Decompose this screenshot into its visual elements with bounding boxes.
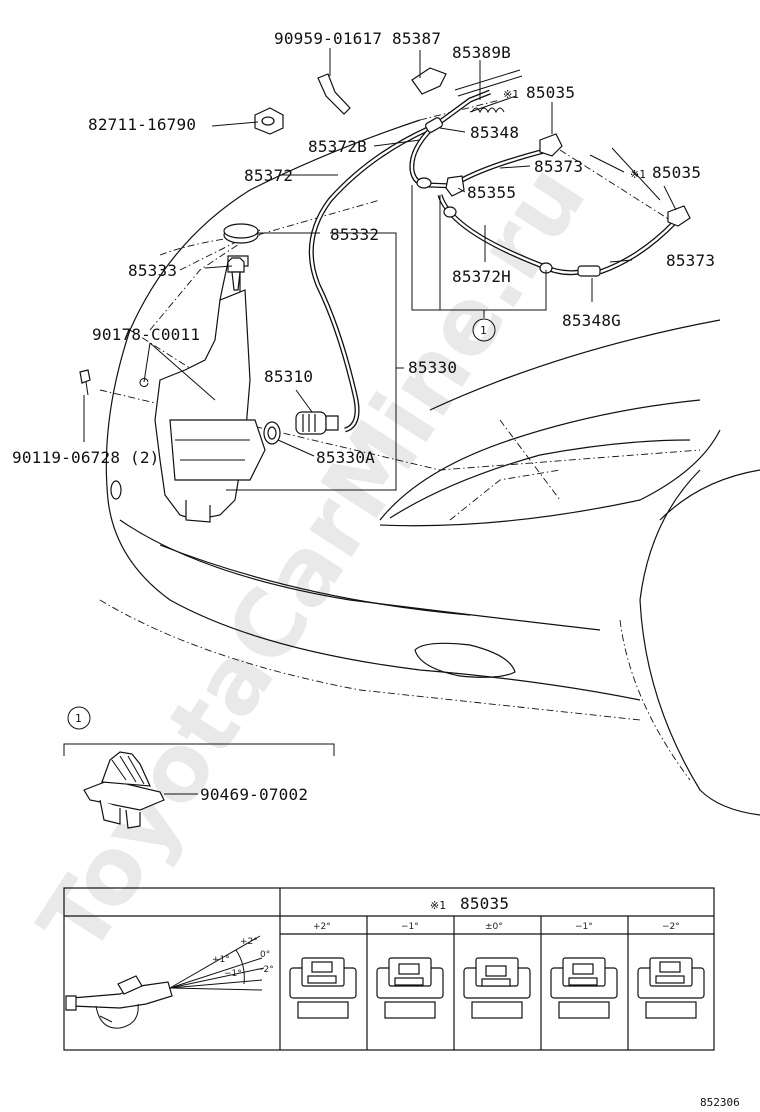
diagram-code: 852306 <box>700 1096 740 1109</box>
label-90469-07002: 90469-07002 <box>200 785 308 804</box>
label-85035-top: 85035 <box>526 83 575 102</box>
ref-circle-label: 1 <box>480 324 487 337</box>
angle-label-4: −1° <box>224 969 242 979</box>
grommet-85330A <box>263 421 281 445</box>
label-90959-01617: 90959-01617 <box>274 29 382 48</box>
washer-tank <box>154 255 266 523</box>
label-90119-06728: 90119-06728 (2) <box>12 448 160 467</box>
joint-left <box>416 177 553 274</box>
label-85373-top: 85373 <box>534 157 583 176</box>
angle-label-5: −2° <box>256 965 274 975</box>
label-85387: 85387 <box>392 29 441 48</box>
col-header-5: −2° <box>662 922 680 932</box>
ref-circle-1: 1 <box>472 318 496 342</box>
tank-cap-85332 <box>223 223 259 244</box>
inset-ref-label: 1 <box>75 712 82 725</box>
table-note-mark: ※1 <box>430 899 446 912</box>
angle-label-3: +1° <box>212 955 230 965</box>
label-85035-right: 85035 <box>652 163 701 182</box>
label-82711-16790: 82711-16790 <box>88 115 196 134</box>
label-85355: 85355 <box>467 183 516 202</box>
callout-labels: 90959-01617 85387 85389B ※1 85035 82711-… <box>12 29 715 467</box>
col-header-4: −1° <box>575 922 593 932</box>
clip-90959 <box>317 73 351 115</box>
nozzle-85035-right <box>667 205 691 227</box>
label-85372: 85372 <box>244 166 293 185</box>
nozzle-face-minus1a <box>376 957 444 1019</box>
table-part-number: 85035 <box>460 894 509 913</box>
nozzle-table: ※1 85035 +2° −1° ±0° −1° −2° +2° 0° +1° … <box>63 887 715 1051</box>
col-header-1: +2° <box>313 922 331 932</box>
nozzle-illustration <box>65 975 173 1029</box>
note-mark-right: ※1 <box>630 168 646 181</box>
bolt-90119 <box>79 369 91 396</box>
angle-label-1: +2° <box>240 937 258 947</box>
clip-85387 <box>411 67 447 95</box>
label-85373-right: 85373 <box>666 251 715 270</box>
nozzle-face-zero <box>463 957 531 1019</box>
label-85333: 85333 <box>128 261 177 280</box>
label-85389B: 85389B <box>452 43 511 62</box>
label-85330A: 85330A <box>316 448 375 467</box>
label-85332: 85332 <box>330 225 379 244</box>
col-header-3: ±0° <box>485 922 503 932</box>
nozzle-face-minus1b <box>550 957 618 1019</box>
label-85348G: 85348G <box>562 311 621 330</box>
clip-82711 <box>254 107 284 135</box>
label-85372H: 85372H <box>452 267 511 286</box>
nozzle-face-plus2 <box>289 957 357 1019</box>
filler-neck-85333 <box>227 257 245 291</box>
spring-85389B <box>471 107 505 114</box>
label-85348: 85348 <box>470 123 519 142</box>
col-header-2: −1° <box>401 922 419 932</box>
inset-1: 1 90469-07002 <box>63 706 335 829</box>
joint-85355 <box>445 175 465 197</box>
note-mark-top: ※1 <box>503 88 519 101</box>
nozzle-85035-top <box>539 133 563 157</box>
label-85330: 85330 <box>408 358 457 377</box>
check-valve-85348 <box>425 117 443 133</box>
label-85372B: 85372B <box>308 137 367 156</box>
check-valve-85348G <box>577 265 601 277</box>
label-90178-C0011: 90178-C0011 <box>92 325 200 344</box>
label-85310: 85310 <box>264 367 313 386</box>
washer-pump-85310 <box>295 411 339 435</box>
leader-lines <box>83 48 677 491</box>
angle-label-2: 0° <box>260 950 270 960</box>
nozzle-face-minus2 <box>637 957 705 1019</box>
